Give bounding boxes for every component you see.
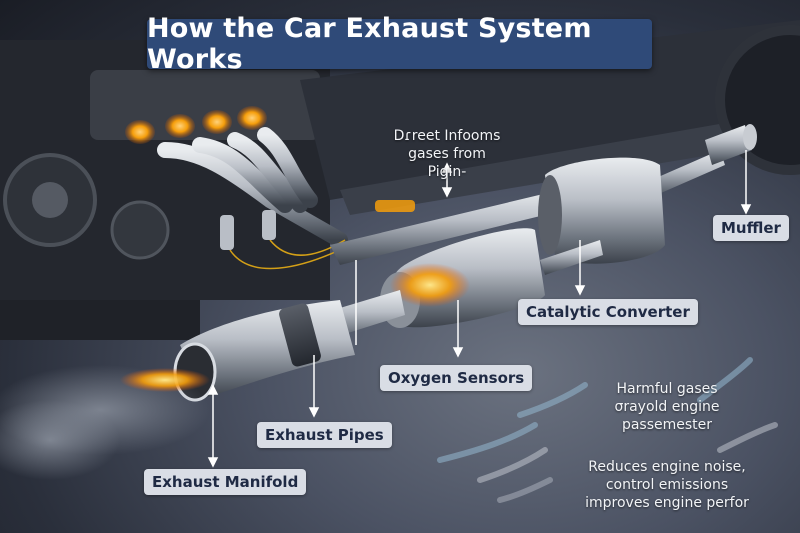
- oxygen-pointer-arrow: [452, 347, 464, 358]
- top-note-line-2: gases from Pigin-: [408, 146, 486, 180]
- manifold-pointer-arrow-up: [207, 384, 219, 395]
- manifold-runners: [157, 127, 348, 248]
- top-note-arrow-up: [441, 162, 453, 173]
- muffler: [538, 157, 665, 264]
- benefits-note-line-3: improves engine perfor: [585, 495, 749, 511]
- catalytic-pointer-arrow: [574, 285, 586, 296]
- benefits-note-line-1: Reduces engine noise,: [588, 459, 746, 475]
- label-exhaust-manifold: Exhaust Manifold: [144, 469, 307, 495]
- exhaust-smoke: [0, 365, 210, 480]
- label-catalytic-converter: Catalytic Converter: [518, 299, 698, 325]
- catalytic-converter: [380, 228, 603, 328]
- page-title: How the Car Exhaust System Works: [147, 13, 592, 75]
- harmful-note-line-1: Harmful gases: [616, 381, 718, 397]
- oxygen-sensor-1: [220, 215, 234, 250]
- harmful-gases-note: Harmful gases σrayold engine passemester: [592, 380, 742, 434]
- harmful-note-line-2: σrayold engine: [614, 399, 720, 415]
- pipes-pointer-arrow: [308, 407, 320, 418]
- label-muffler: Muffler: [713, 215, 789, 241]
- harmful-note-line-3: passemester: [621, 417, 713, 433]
- exhaust-pipe-lower: [173, 290, 405, 402]
- benefits-note-line-2: control emissions: [605, 477, 729, 493]
- label-oxygen-sensors: Oxygen Sensors: [380, 365, 533, 391]
- benefits-note: Reduces engine noise, control emissions …: [572, 458, 762, 512]
- pointer-lines: [207, 150, 752, 468]
- exhaust-ports: [125, 106, 267, 144]
- top-note: Dɾreet Infooms gases from Pigin-: [392, 127, 502, 181]
- flow-arrows: [437, 357, 778, 503]
- title-banner: How the Car Exhaust System Works: [147, 13, 652, 75]
- manifold-pointer-arrow: [207, 457, 219, 468]
- muffler-tip: [705, 124, 757, 165]
- muffler-pointer-arrow: [740, 204, 752, 215]
- label-exhaust-pipes: Exhaust Pipes: [257, 422, 392, 448]
- top-note-line-1: Dɾreet Infooms: [393, 128, 501, 144]
- top-note-arrow-down: [441, 187, 453, 198]
- oxygen-sensor-2: [262, 210, 276, 240]
